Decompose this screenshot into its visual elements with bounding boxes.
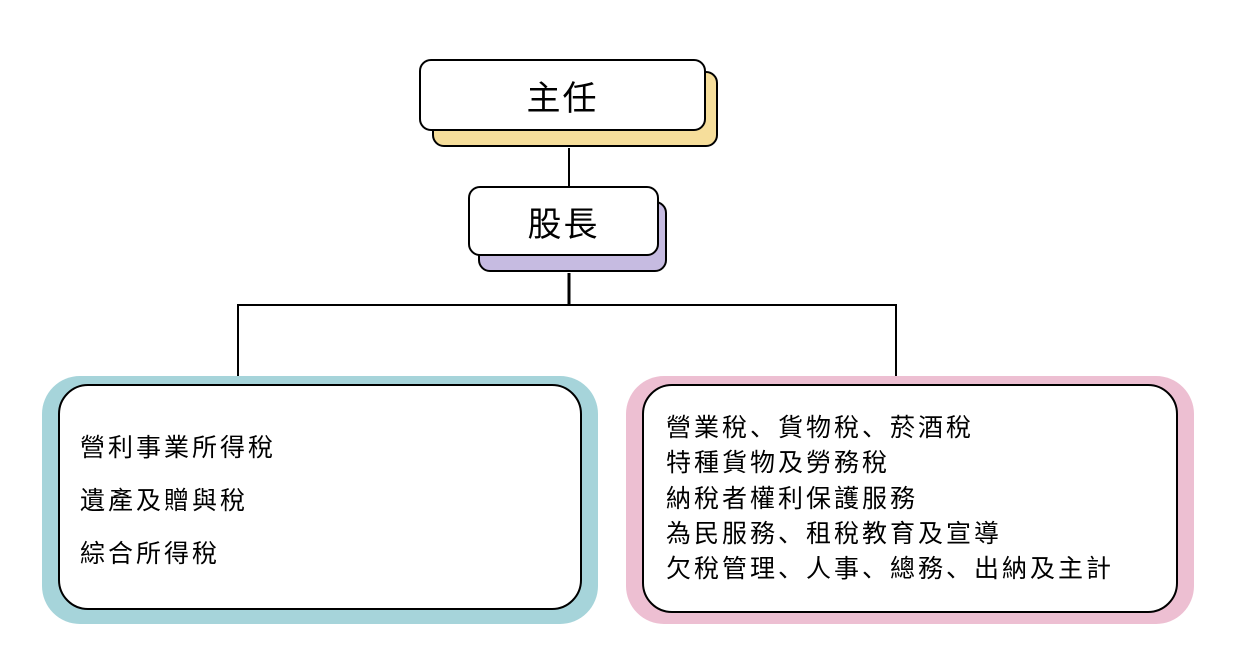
right-unit-panel: 營業稅、貨物稅、菸酒稅 特種貨物及勞務稅 納稅者權利保護服務 為民服務、租稅教育… [626, 376, 1194, 624]
right-unit-item: 特種貨物及勞務稅 [666, 448, 891, 477]
left-unit-item: 綜合所得稅 [80, 539, 221, 568]
right-unit-item: 納稅者權利保護服務 [666, 484, 919, 513]
right-unit-item: 營業稅、貨物稅、菸酒稅 [666, 413, 975, 442]
section-chief-node: 股長 [468, 186, 668, 273]
left-unit-item: 營利事業所得稅 [80, 433, 277, 462]
right-unit-box: 營業稅、貨物稅、菸酒稅 特種貨物及勞務稅 納稅者權利保護服務 為民服務、租稅教育… [642, 384, 1178, 613]
section-chief-label: 股長 [468, 186, 659, 256]
left-unit-box: 營利事業所得稅 遺產及贈與稅 綜合所得稅 [58, 384, 582, 610]
left-unit-item: 遺產及贈與稅 [80, 486, 249, 515]
right-unit-item: 欠稅管理、人事、總務、出納及主計 [666, 554, 1115, 583]
director-label: 主任 [419, 59, 706, 131]
left-unit-panel: 營利事業所得稅 遺產及贈與稅 綜合所得稅 [42, 376, 598, 624]
director-node: 主任 [419, 59, 719, 148]
right-unit-item: 為民服務、租稅教育及宣導 [666, 519, 1003, 548]
